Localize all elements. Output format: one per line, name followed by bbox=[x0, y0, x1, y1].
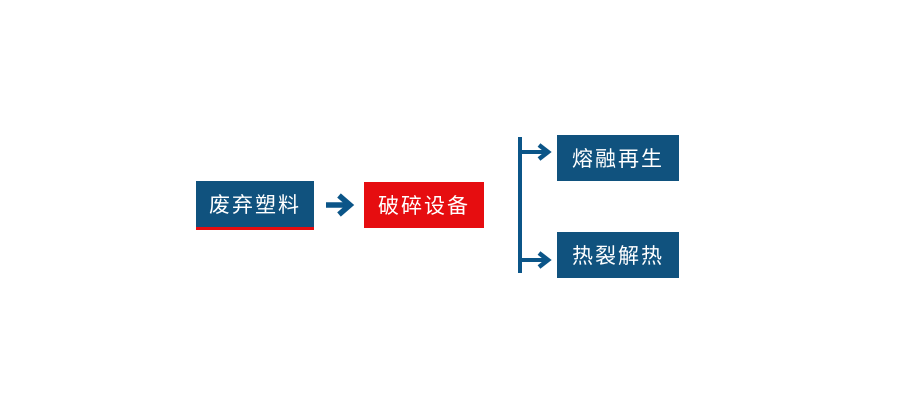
node-pyrolysis-heat: 热裂解热 bbox=[557, 232, 679, 278]
node-crushing-equipment: 破碎设备 bbox=[364, 182, 484, 228]
node-melt-regeneration: 熔融再生 bbox=[557, 135, 679, 181]
node-pyrolysis-heat-label: 热裂解热 bbox=[572, 245, 664, 268]
flow-arrow-icon bbox=[326, 193, 355, 217]
node-crushing-equipment-label: 破碎设备 bbox=[378, 195, 470, 218]
branch-connector bbox=[518, 137, 552, 273]
branch-arrow-top-icon bbox=[520, 143, 552, 161]
node-waste-plastic: 废弃塑料 bbox=[196, 181, 314, 230]
node-melt-regeneration-label: 熔融再生 bbox=[572, 148, 664, 171]
branch-arrow-bottom-icon bbox=[520, 251, 552, 269]
node-waste-plastic-label: 废弃塑料 bbox=[209, 194, 301, 217]
